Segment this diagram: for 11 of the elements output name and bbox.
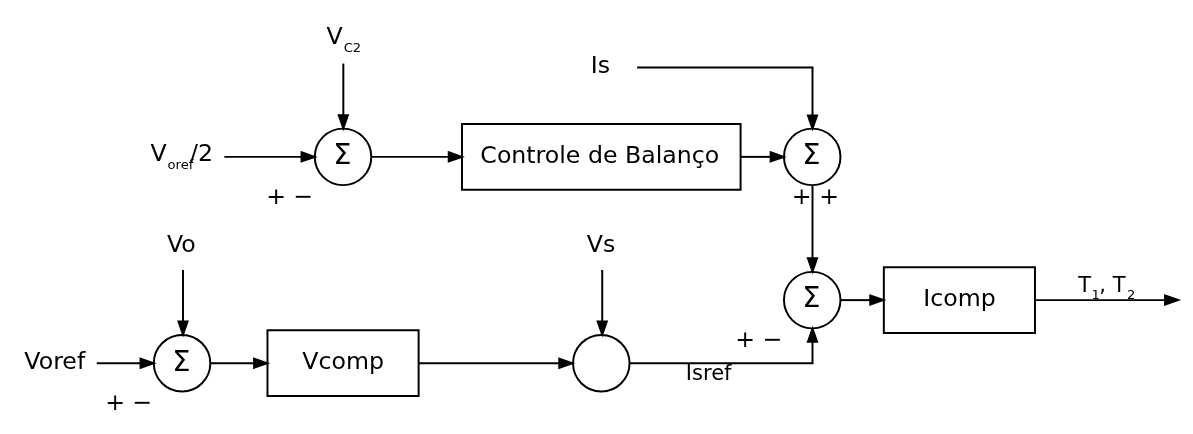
edge-label: T$_{1}$, T$_{2}$ [1078,271,1136,303]
node-text: V$_{C2}$ [326,22,362,55]
node-text: Voref [24,346,86,375]
edge-label: Isref [685,360,732,386]
node-text: Is [590,51,611,80]
node-label: + − [105,388,153,417]
node-label: + − [266,182,314,211]
node-label: + − [735,325,783,354]
node-text: Vs [586,230,616,259]
node-text: V$_{oref}$/2 [150,139,213,172]
node-text: Vo [166,230,196,259]
